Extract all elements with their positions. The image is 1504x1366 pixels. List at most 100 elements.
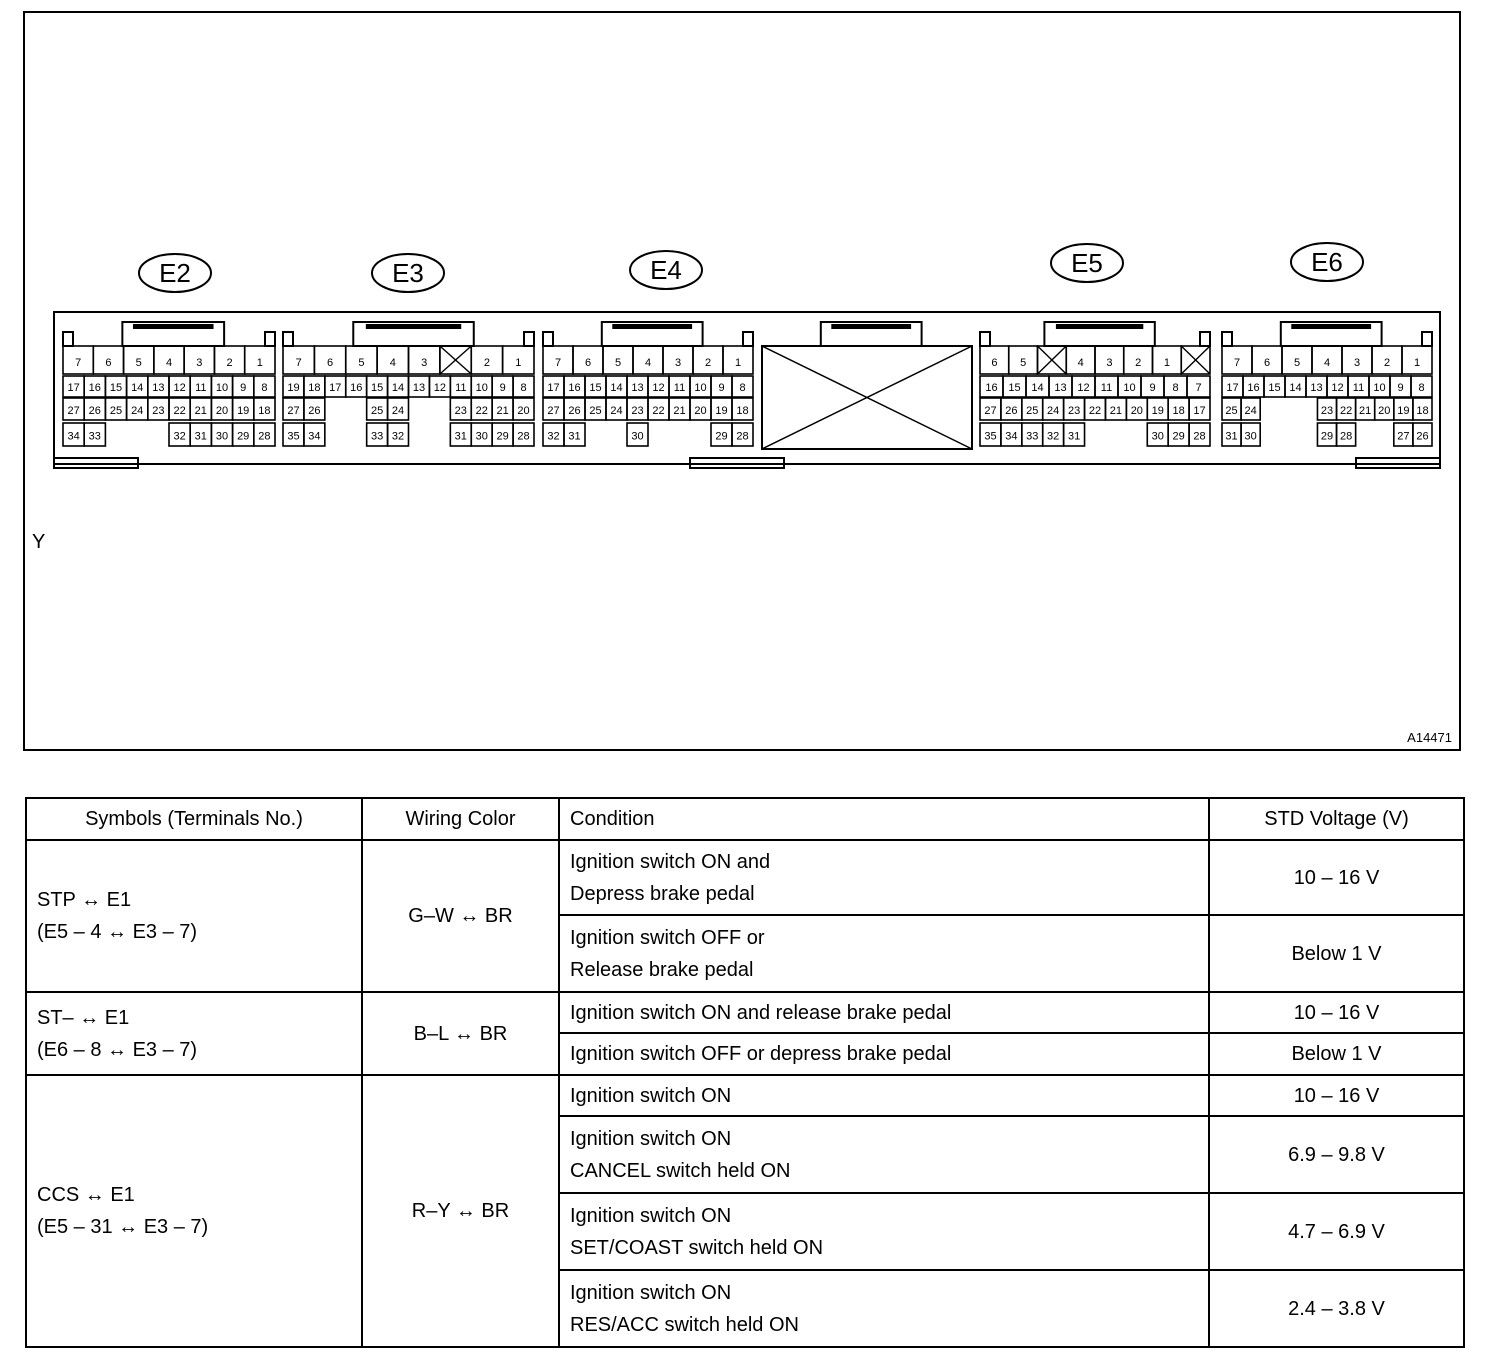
terminal-number: 30	[1152, 431, 1164, 443]
terminal-cell	[1186, 375, 1211, 398]
condition-cell: Ignition switch ON RES/ACC switch held O…	[558, 1269, 1210, 1348]
terminal-cell	[1188, 422, 1211, 447]
terminal-number: 34	[67, 431, 79, 443]
terminal-cell	[563, 422, 586, 447]
terminal-number: 12	[173, 382, 185, 394]
connector-ear	[282, 331, 294, 347]
terminal-number: 25	[1026, 405, 1038, 417]
terminal-cell	[253, 397, 276, 421]
terminal-cell	[1180, 345, 1211, 375]
terminal-number: 1	[1164, 357, 1170, 369]
connector-ear	[62, 331, 74, 347]
terminal-number: 22	[476, 405, 488, 417]
terminal-number: 11	[1353, 382, 1364, 394]
terminal-number: 30	[216, 431, 228, 443]
terminal-number: 26	[89, 405, 101, 417]
condition-line: Ignition switch ON	[570, 1281, 732, 1304]
blank-connector-cross	[761, 345, 973, 450]
condition-cell: Ignition switch ON CANCEL switch held ON	[558, 1115, 1210, 1194]
terminal-number: 12	[652, 382, 664, 394]
terminal-cell	[386, 397, 410, 421]
terminal-cell	[626, 422, 649, 447]
voltage-cell: 10 – 16 V	[1208, 991, 1465, 1034]
terminal-number: 23	[1068, 405, 1080, 417]
connector-label: E6	[1311, 247, 1343, 277]
terminal-number: 1	[1414, 357, 1420, 369]
terminal-number: 30	[631, 431, 643, 443]
terminal-number: 16	[568, 382, 580, 394]
connector-latch-slot	[1055, 324, 1144, 329]
terminal-number: 8	[520, 382, 526, 394]
terminal-number: 14	[1289, 382, 1301, 394]
terminal-number: 33	[371, 431, 383, 443]
table-row: Ignition switch OFF or depress brake ped…	[26, 1032, 1465, 1076]
terminal-number: 4	[166, 357, 172, 369]
terminal-number: 15	[1008, 382, 1020, 394]
terminal-cell	[731, 375, 754, 398]
terminal-number: 3	[1354, 357, 1360, 369]
terminal-cell	[243, 345, 276, 375]
terminal-cell	[303, 397, 326, 421]
terminal-number: 15	[589, 382, 601, 394]
terminal-number: 27	[984, 405, 996, 417]
connector-label-oval	[371, 253, 445, 293]
header-condition: Condition	[558, 797, 1210, 841]
terminal-cell	[1412, 422, 1433, 447]
terminal-number: 14	[610, 382, 622, 394]
terminal-number: 26	[568, 405, 580, 417]
terminal-number: 29	[1321, 431, 1333, 443]
terminal-cell	[83, 422, 107, 447]
terminal-number: 28	[517, 431, 529, 443]
terminal-number: 28	[1193, 431, 1205, 443]
terminal-number: 13	[1054, 382, 1066, 394]
terminal-number: 31	[1225, 431, 1237, 443]
terminal-number: 30	[476, 431, 488, 443]
terminal-number: 6	[327, 357, 333, 369]
housing-foot	[53, 457, 139, 469]
condition-line: RES/ACC switch held ON	[570, 1313, 799, 1336]
voltage-cell: Below 1 V	[1208, 1032, 1465, 1076]
terminal-cell	[303, 422, 326, 447]
terminal-number: 18	[1416, 405, 1428, 417]
terminal-number: 11	[1101, 382, 1112, 394]
terminal-cell	[722, 345, 754, 375]
terminal-number: 31	[568, 431, 580, 443]
terminal-number: 23	[631, 405, 643, 417]
condition-line: Ignition switch ON and	[570, 850, 771, 873]
terminal-cell	[1410, 375, 1433, 398]
terminal-number: 19	[287, 382, 299, 394]
condition-line: Ignition switch OFF or	[570, 926, 765, 949]
connector-label-oval	[1290, 242, 1364, 282]
terminal-number: 16	[350, 382, 362, 394]
terminal-number: 2	[227, 357, 233, 369]
symbol-terminals: (E5 – 31 ↔ E3 – 7)	[37, 1216, 209, 1238]
terminal-number: 19	[715, 405, 727, 417]
terminal-number: 5	[1020, 357, 1026, 369]
condition-line: Depress brake pedal	[570, 882, 755, 905]
terminal-number: 8	[261, 382, 267, 394]
terminal-number: 20	[694, 405, 706, 417]
terminal-number: 18	[308, 382, 320, 394]
terminal-number: 34	[1005, 431, 1017, 443]
symbol-terminals: (E6 – 8 ↔ E3 – 7)	[37, 1038, 198, 1061]
condition-cell: Ignition switch OFF or Release brake ped…	[558, 914, 1210, 993]
terminal-number: 1	[257, 357, 263, 369]
terminal-number: 8	[1172, 382, 1178, 394]
terminal-number: 26	[308, 405, 320, 417]
terminal-number: 5	[358, 357, 364, 369]
terminal-number: 35	[984, 431, 996, 443]
terminal-cell	[1240, 422, 1261, 447]
table-row: Ignition switch ON SET/COAST switch held…	[26, 1192, 1465, 1271]
terminal-number: 26	[1005, 405, 1017, 417]
blank-connector	[761, 345, 973, 450]
terminal-number: 31	[1068, 431, 1080, 443]
connector-latch-slot	[365, 324, 462, 329]
terminal-number: 16	[985, 382, 997, 394]
terminal-number: 11	[455, 382, 466, 394]
terminal-number: 27	[67, 405, 79, 417]
terminal-number: 9	[1397, 382, 1403, 394]
connector-ear	[979, 331, 991, 347]
terminal-number: 20	[517, 405, 529, 417]
condition-line: Ignition switch ON	[570, 1204, 732, 1227]
connector-latch-slot	[1291, 324, 1372, 329]
